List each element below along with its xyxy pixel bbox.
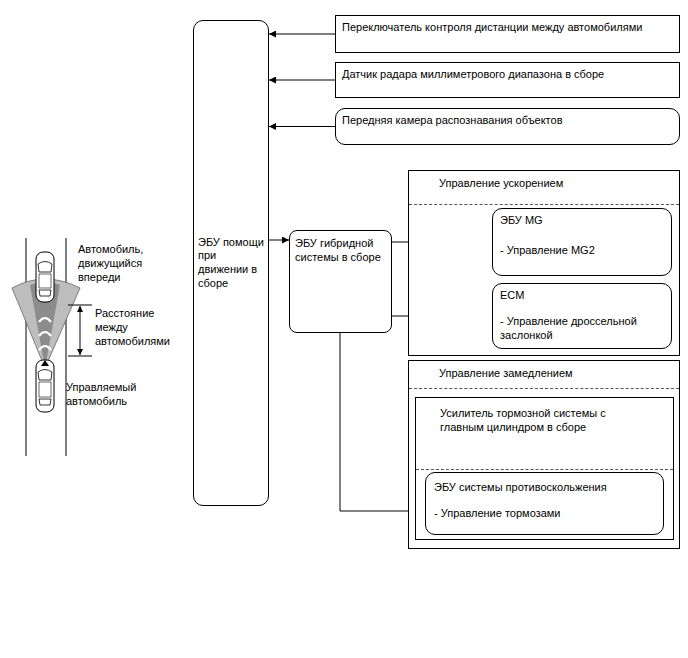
dashed-divider: [409, 204, 679, 205]
signal-arrow: [269, 240, 289, 241]
dimension-line: [80, 306, 81, 355]
illustration-label: Автомобиль, движущийся впереди: [78, 243, 170, 284]
node-title: Управление ускорением: [439, 177, 673, 191]
node-title: ЭБУ MG: [500, 214, 664, 228]
lead-car: [36, 252, 54, 302]
node-body: - Управление MG2: [500, 244, 664, 258]
dashed-divider: [409, 388, 679, 389]
road-edge: [26, 238, 27, 456]
control-group-band: Управление замедлениемУсилитель тормозно…: [408, 360, 680, 549]
node-title: ЭБУ помощи при движении в сборе: [198, 236, 264, 291]
actuator-box: Усилитель тормозной системы с главным ци…: [415, 397, 674, 540]
sensor-box: Датчик радара миллиметрового диапазона в…: [335, 62, 680, 98]
node-title: ECM: [500, 289, 664, 303]
node-title: Передняя камера распознавания объектов: [342, 114, 673, 128]
node-body: - Управление дроссельной заслонкой: [500, 315, 650, 343]
dimension-tick: [68, 356, 92, 357]
dashed-divider: [416, 469, 673, 470]
node-title: ЭБУ системы противоскольжения: [434, 481, 655, 495]
ecu-box: ECM - Управление дроссельной заслонкой: [492, 283, 672, 349]
node-title: Управление замедлением: [439, 367, 673, 381]
input-switch-box: Переключатель контроля дистанции между а…: [335, 15, 680, 53]
signal-arrow: [269, 80, 335, 81]
signal-arrow: [269, 126, 335, 127]
node-body: - Управление тормозами: [434, 507, 655, 521]
illustration-label: Управляемый автомобиль: [66, 381, 152, 409]
radar-beam: [12, 279, 80, 368]
ecu-box: ЭБУ MG - Управление MG2: [492, 208, 672, 276]
ecu-box: ЭБУ системы противоскольжения - Управлени…: [425, 472, 664, 535]
node-title: Датчик радара миллиметрового диапазона в…: [342, 68, 673, 82]
ecu-box: ЭБУ гибридной системы в сборе: [289, 230, 392, 333]
radar-wave: [39, 332, 51, 336]
controlled-car: [36, 360, 54, 412]
radar-wave: [39, 318, 51, 322]
node-title: ЭБУ гибридной системы в сборе: [295, 237, 386, 265]
illustration-label: Расстояние между автомобилями: [95, 307, 187, 348]
node-title: Переключатель контроля дистанции между а…: [342, 21, 673, 35]
ecu-box: ЭБУ помощи при движении в сборе: [193, 20, 269, 506]
signal-arrow: [269, 34, 335, 35]
dimension-tick: [68, 305, 92, 306]
camera-box: Передняя камера распознавания объектов: [335, 108, 680, 145]
radar-wave: [39, 346, 51, 350]
radar-beam: [30, 282, 60, 369]
road-edge: [66, 238, 67, 456]
control-group-band: Управление ускорениемЭБУ MG - Управление …: [408, 170, 680, 356]
node-title: Усилитель тормозной системы с главным ци…: [440, 407, 640, 435]
